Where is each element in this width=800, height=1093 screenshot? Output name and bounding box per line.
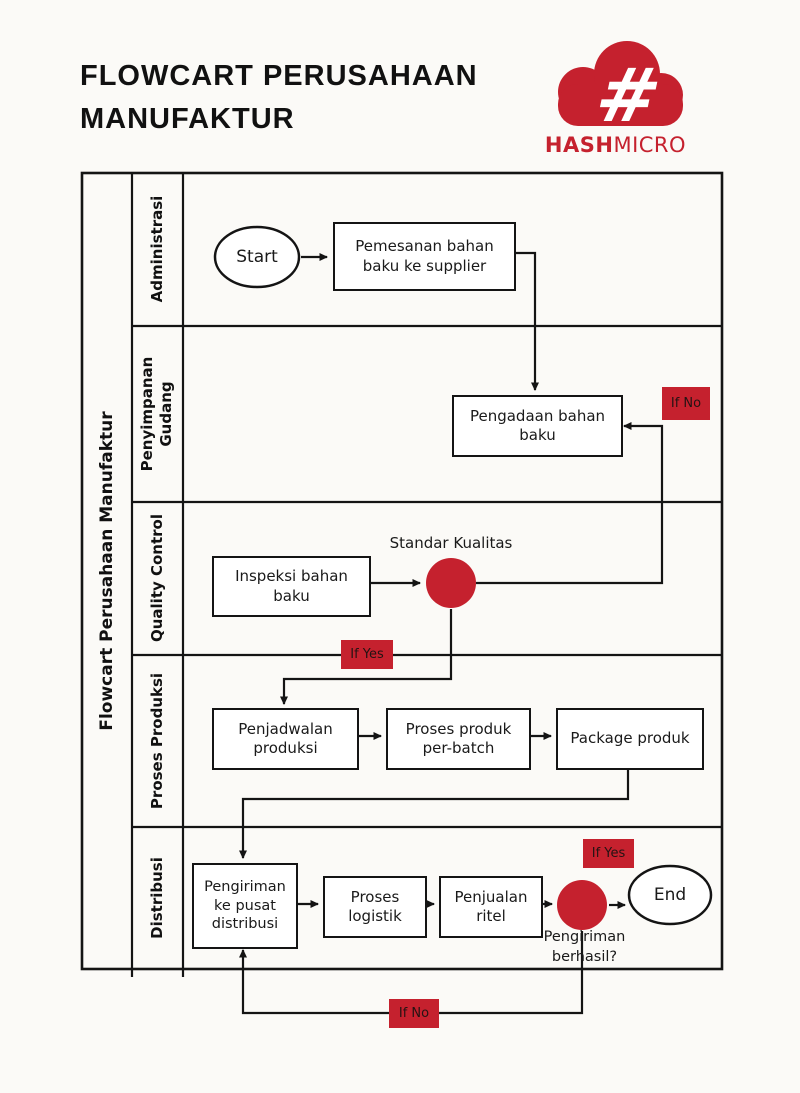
badge-if-yes-mid: If Yes [341,640,393,669]
badge-if-yes-bottom: If Yes [583,839,634,868]
hashmicro-wordmark: HASHMICRO [543,133,688,157]
process-pemesanan-bahan-baku: Pemesanan bahan baku ke supplier [333,222,516,291]
lane-label-proses-produksi: Proses Produksi [147,672,166,810]
end-node: End [653,885,687,905]
process-pengadaan-bahan-baku: Pengadaan bahan baku [452,395,623,457]
start-terminator-shape [213,225,301,289]
lane-label-penyimpanan-gudang: Penyimpanan Gudang [138,356,175,472]
page-title-line2: MANUFAKTUR [80,103,295,135]
swimlane-frame [80,171,724,977]
page-title: FLOWCART PERUSAHAAN MANUFAKTUR [80,55,478,141]
end-terminator-shape [627,864,713,926]
frame-vertical-label: Flowcart Perusahaan Manufaktur [96,411,117,731]
process-penjualan-ritel: Penjualan ritel [439,876,543,938]
decision-label-standar-kualitas: Standar Kualitas [389,534,513,552]
connectors [239,251,664,1015]
badge-if-no-top: If No [662,387,710,420]
page-title-line1: FLOWCART PERUSAHAAN [80,60,478,92]
process-produk-per-batch: Proses produk per-batch [386,708,531,770]
process-pengiriman-pusat-distribusi: Pengiriman ke pusat distribusi [192,863,298,949]
lane-label-distribusi: Distribusi [147,857,166,939]
decision-standar-kualitas-shape [426,558,476,608]
lane-label-quality-control: Quality Control [147,514,166,643]
badge-if-no-bottom: If No [389,999,439,1028]
brand-micro: MICRO [613,133,687,157]
hashmicro-cloud-logo-icon: # [558,41,683,133]
lane-label-administrasi: Administrasi [147,195,166,303]
process-package-produk: Package produk [556,708,704,770]
decision-label-pengiriman-berhasil: Pengiriman berhasil? [543,929,626,965]
process-inspeksi-bahan-baku: Inspeksi bahan baku [212,556,371,617]
decision-pengiriman-berhasil-shape [557,880,607,930]
process-penjadwalan-produksi: Penjadwalan produksi [212,708,359,770]
brand-hash: HASH [544,133,614,157]
start-node: Start [236,247,278,267]
process-proses-logistik: Proses logistik [323,876,427,938]
